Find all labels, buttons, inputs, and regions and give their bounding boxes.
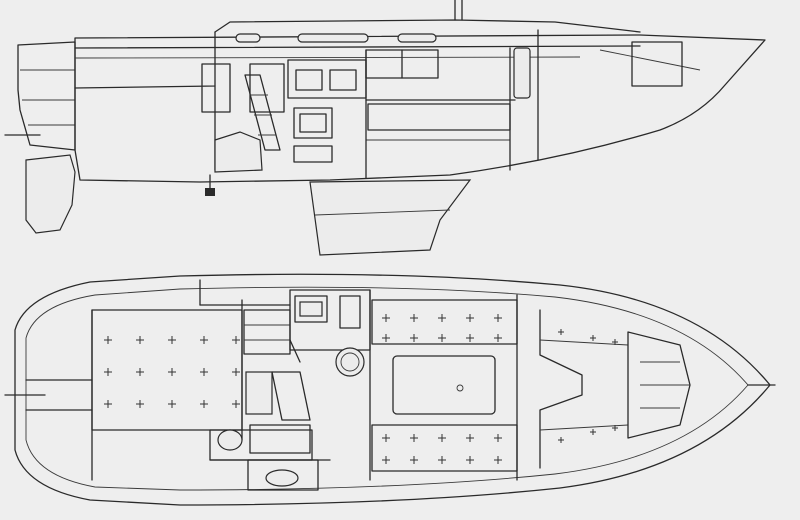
toilet: [217, 429, 243, 451]
stove: [293, 107, 333, 139]
galley-sink: [339, 295, 361, 329]
cockpit-well: [91, 309, 243, 431]
galley-counter: [289, 289, 371, 351]
starboard-settee: [371, 299, 518, 345]
saloon-table-post: [335, 347, 365, 377]
cockpit-locker: [201, 63, 231, 113]
portlight: [235, 33, 261, 43]
cockpit-fastener-grid: [104, 336, 240, 408]
transom: [17, 41, 76, 151]
profile-view: [4, 0, 766, 256]
rudder: [25, 154, 76, 234]
companion-ladder: [244, 74, 281, 151]
settee-cushion: [367, 103, 511, 131]
engine: [214, 131, 263, 173]
galley-upper-lockers: [287, 59, 367, 99]
plan-view: [4, 273, 776, 506]
keel: [309, 179, 472, 256]
v-berth-button-grid: [558, 329, 618, 443]
forward-hatch: [513, 47, 531, 99]
wash-basin: [249, 424, 311, 454]
chain-locker: [627, 331, 691, 439]
portlight: [397, 33, 437, 43]
v-berth: [539, 309, 583, 469]
engine-box: [245, 371, 273, 415]
hull-profile: [74, 34, 766, 183]
cabin-top: [214, 19, 641, 33]
companionway-door: [249, 63, 285, 113]
saloon-table: [392, 355, 496, 415]
galley-drawer: [293, 145, 333, 163]
settee-button-grid: [382, 314, 502, 464]
portlight: [297, 33, 369, 43]
port-settee: [371, 424, 518, 472]
companionway: [243, 309, 291, 355]
bow-locker: [631, 41, 683, 87]
galley-stove: [294, 295, 328, 323]
